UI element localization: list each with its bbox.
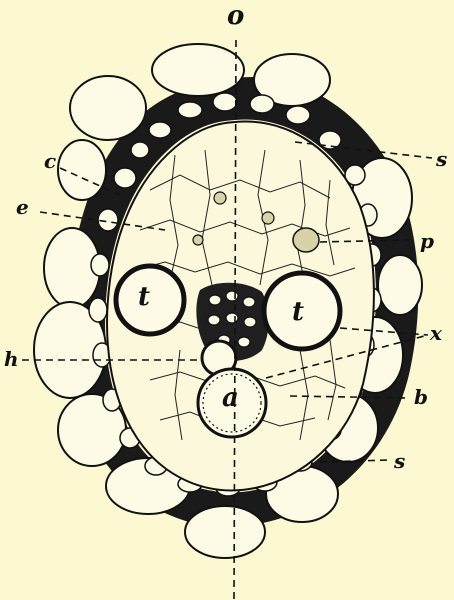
label-t-right: t xyxy=(292,297,304,327)
ring-cell xyxy=(213,93,237,111)
cortex-cell xyxy=(378,255,422,315)
stippled-cell xyxy=(214,192,226,204)
label-c: c xyxy=(44,149,56,173)
xylem-cell xyxy=(244,317,256,327)
label-s-top: s xyxy=(435,147,447,171)
xylem-cell xyxy=(209,295,221,305)
label-h: h xyxy=(4,347,19,371)
label-o: o xyxy=(227,1,244,31)
stippled-cell-p xyxy=(293,228,319,252)
stippled-cell xyxy=(193,235,203,245)
ring-cell xyxy=(149,122,171,138)
label-p: p xyxy=(420,229,434,253)
label-a: a xyxy=(222,383,239,413)
label-b: b xyxy=(414,385,428,409)
ring-cell xyxy=(131,142,149,158)
xylem-cell xyxy=(226,313,238,323)
cortex-cell xyxy=(152,44,244,96)
stippled-cell xyxy=(262,212,274,224)
ring-cell xyxy=(91,254,109,276)
xylem-cell xyxy=(238,337,250,347)
label-t-left: t xyxy=(138,282,150,312)
label-s-bottom: s xyxy=(393,449,405,473)
ring-cell xyxy=(250,95,274,113)
ring-cell xyxy=(178,102,202,118)
ring-cell xyxy=(89,298,107,322)
ring-cell xyxy=(114,168,136,188)
label-e: e xyxy=(16,195,29,219)
xylem-cell xyxy=(226,291,238,301)
label-x: x xyxy=(429,321,443,345)
cortex-cell xyxy=(185,506,265,558)
ring-cell xyxy=(286,106,310,124)
xylem-cell xyxy=(243,297,255,307)
xylem-cell xyxy=(208,315,220,325)
cortex-cell xyxy=(70,76,146,140)
